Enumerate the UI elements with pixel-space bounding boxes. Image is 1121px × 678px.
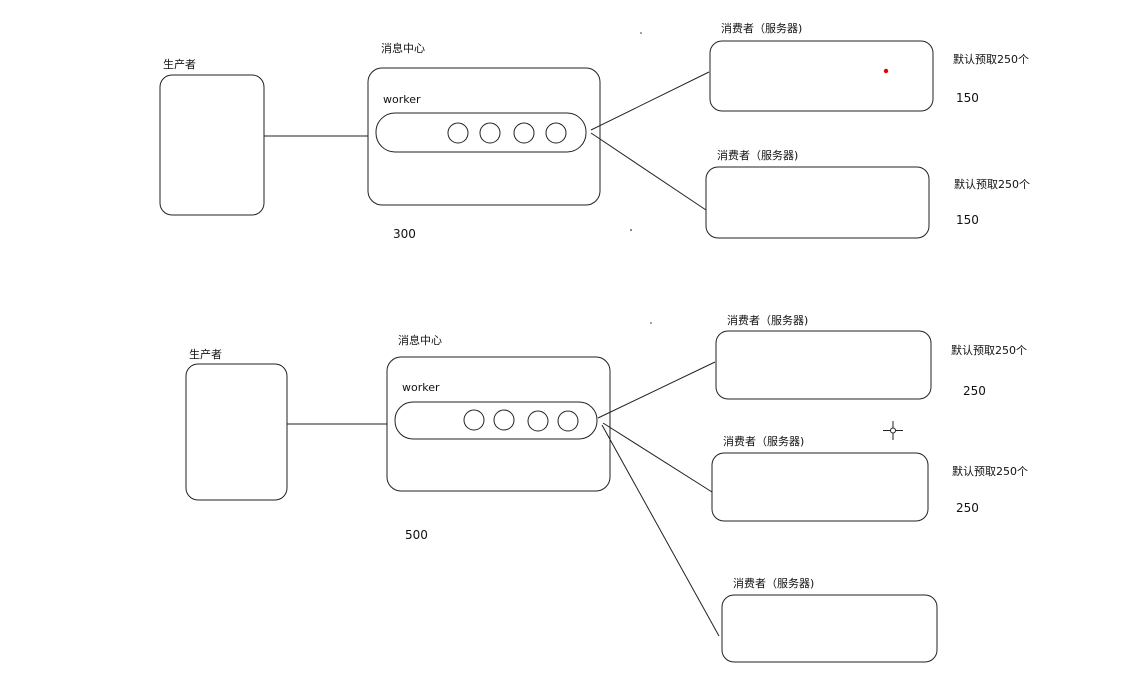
prefetch-label: 默认预取250个 — [954, 178, 1030, 191]
producer-box — [185, 363, 288, 501]
prefetch-label: 默认预取250个 — [951, 344, 1027, 357]
consumer-box — [709, 40, 934, 112]
total-count: 500 — [405, 528, 428, 542]
crosshair-cursor-icon — [883, 421, 903, 440]
center-label: 消息中心 — [381, 41, 425, 55]
producer-box — [159, 74, 265, 216]
queue-to-consumer-link — [590, 132, 707, 211]
speck — [650, 322, 652, 324]
queue-message-circle — [463, 409, 485, 431]
worker-label: worker — [383, 93, 421, 106]
queue-message-circle — [447, 122, 469, 144]
queue-to-consumer-link — [601, 424, 720, 637]
total-count: 300 — [393, 227, 416, 241]
queue-message-circle — [479, 122, 501, 144]
queue-message-circle — [545, 122, 567, 144]
queue-message-circle — [557, 410, 579, 432]
queue-to-consumer-link — [590, 71, 710, 131]
consumer-box — [721, 594, 938, 663]
consumer-label: 消费者（服务器) — [721, 21, 802, 35]
diagram-bottom: 生产者 消息中心 worker 500 消费者（服务器) 默认预取250个 25… — [185, 313, 1028, 663]
prefetch-label: 默认预取250个 — [953, 53, 1029, 66]
producer-label: 生产者 — [189, 347, 222, 361]
center-label: 消息中心 — [398, 333, 442, 347]
queue-to-consumer-link — [602, 422, 713, 493]
consumer-box — [705, 166, 930, 239]
consumer-label: 消费者（服务器) — [717, 148, 798, 162]
consumer-label: 消费者（服务器) — [727, 313, 808, 327]
consumer-count: 250 — [963, 384, 986, 398]
consumer-count: 150 — [956, 213, 979, 227]
diagram-top: 生产者 消息中心 worker 300 消费者（服务器) 默认预取250个 15… — [159, 21, 1030, 241]
consumer-count: 150 — [956, 91, 979, 105]
speck — [630, 229, 632, 231]
prefetch-label: 默认预取250个 — [952, 465, 1028, 478]
consumer-label: 消费者（服务器) — [723, 434, 804, 448]
queue-to-consumer-link — [597, 361, 716, 419]
queue-message-circle — [527, 410, 549, 432]
producer-label: 生产者 — [163, 57, 196, 71]
consumer-box — [715, 330, 932, 400]
consumer-box — [711, 452, 929, 522]
queue-message-circle — [513, 122, 535, 144]
consumer-label: 消费者（服务器) — [733, 576, 814, 590]
red-marker-dot — [883, 68, 889, 74]
speck — [640, 32, 642, 34]
worker-label: worker — [402, 381, 440, 394]
consumer-count: 250 — [956, 501, 979, 515]
queue-message-circle — [493, 409, 515, 431]
